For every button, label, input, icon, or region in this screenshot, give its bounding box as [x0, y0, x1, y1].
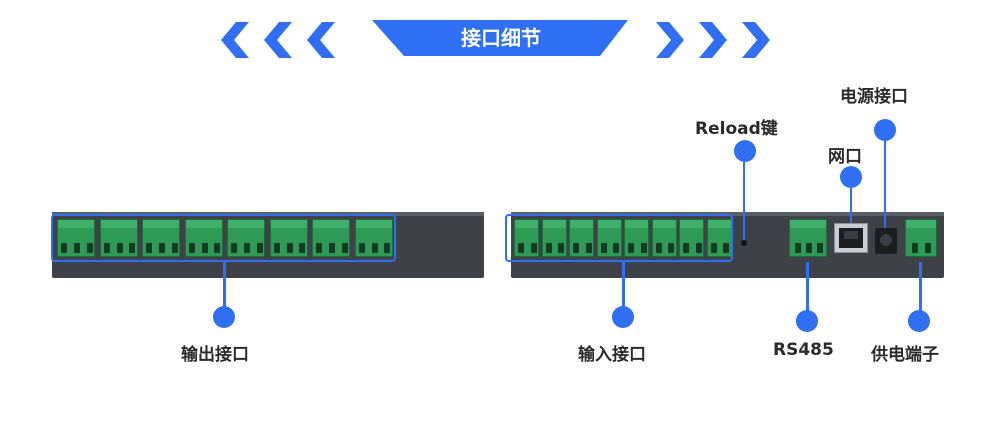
rs485-leader-line [806, 262, 809, 316]
right-chevrons-icon [656, 22, 770, 58]
input-label: 输入接口 [578, 345, 646, 365]
reload-label: Reload键 [695, 119, 778, 139]
supply-marker-dot [908, 310, 930, 332]
reload-marker-dot [734, 140, 756, 162]
network-label: 网口 [828, 147, 862, 167]
banner-ribbon [372, 20, 628, 56]
power-leader-line [884, 140, 886, 228]
output-terminal-block [184, 219, 223, 257]
input-terminal-block [706, 219, 732, 257]
output-terminal-block [99, 219, 138, 257]
rs485-terminal [789, 219, 827, 257]
banner-title: 接口细节 [461, 26, 541, 50]
network-port [834, 223, 868, 253]
input-terminal-block [596, 219, 622, 257]
input-terminal-block [541, 219, 567, 257]
left-chevrons-icon [221, 22, 335, 58]
rs485-label: RS485 [773, 340, 834, 360]
supply-label: 供电端子 [871, 345, 939, 365]
output-marker-dot [213, 306, 235, 328]
input-terminal-block [514, 219, 539, 257]
output-highlight-box [51, 214, 396, 262]
input-terminal-block [624, 219, 649, 257]
reload-button [741, 240, 747, 246]
output-terminal-block [57, 219, 95, 257]
input-marker-dot [612, 306, 634, 328]
network-marker-dot [840, 166, 862, 188]
output-terminal-block [142, 219, 180, 257]
input-terminal-block [679, 219, 704, 257]
output-terminal-block [312, 219, 350, 257]
input-terminal-block [569, 219, 594, 257]
network-leader-line [850, 186, 852, 223]
output-label: 输出接口 [181, 345, 249, 365]
banner [221, 20, 770, 58]
input-highlight-box [505, 214, 733, 262]
power-label: 电源接口 [840, 87, 908, 107]
output-terminal-block [227, 219, 265, 257]
rs485-marker-dot [796, 310, 818, 332]
power-marker-dot [874, 119, 896, 141]
output-terminal-block [354, 219, 393, 257]
output-leader-line [223, 262, 226, 316]
input-leader-line [622, 262, 625, 316]
output-terminal-block [269, 219, 308, 257]
supply-terminal [905, 219, 937, 257]
input-terminal-block [651, 219, 677, 257]
supply-leader-line [919, 262, 922, 316]
power-jack [875, 228, 897, 254]
reload-leader-line [743, 162, 745, 240]
